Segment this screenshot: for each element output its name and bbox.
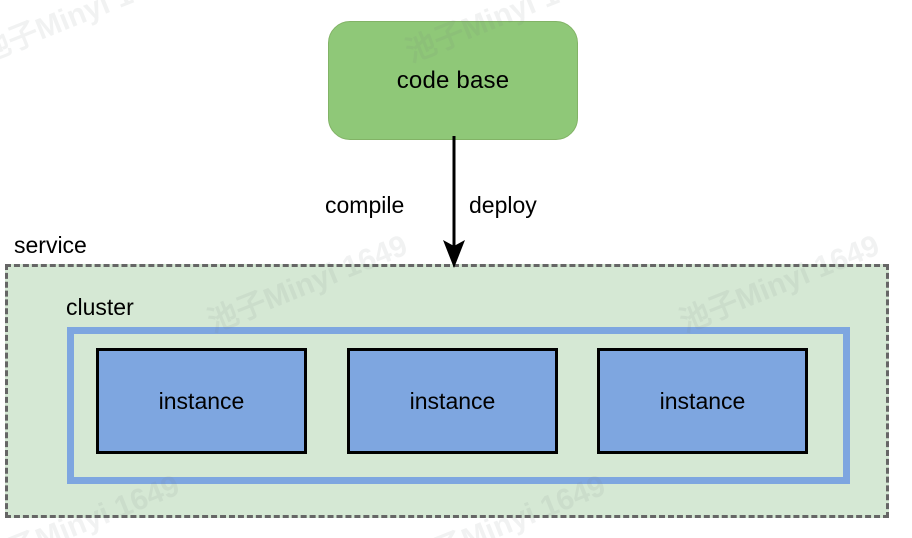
instance-node-3[interactable]: instance — [597, 348, 808, 454]
code-base-node[interactable]: code base — [328, 21, 578, 140]
watermark-text: 池子Minyi 1649 — [0, 0, 184, 69]
cluster-label: cluster — [66, 294, 134, 320]
instance-label: instance — [158, 387, 245, 414]
arrow-label-compile: compile — [325, 192, 405, 218]
cluster-container — [67, 327, 850, 484]
code-base-label: code base — [396, 66, 510, 94]
deploy-arrow-icon — [443, 136, 465, 268]
instance-node-1[interactable]: instance — [96, 348, 307, 454]
instance-label: instance — [409, 387, 496, 414]
instance-label: instance — [659, 387, 746, 414]
instance-node-2[interactable]: instance — [347, 348, 558, 454]
arrow-label-deploy: deploy — [469, 192, 537, 218]
service-label: service — [14, 232, 87, 258]
